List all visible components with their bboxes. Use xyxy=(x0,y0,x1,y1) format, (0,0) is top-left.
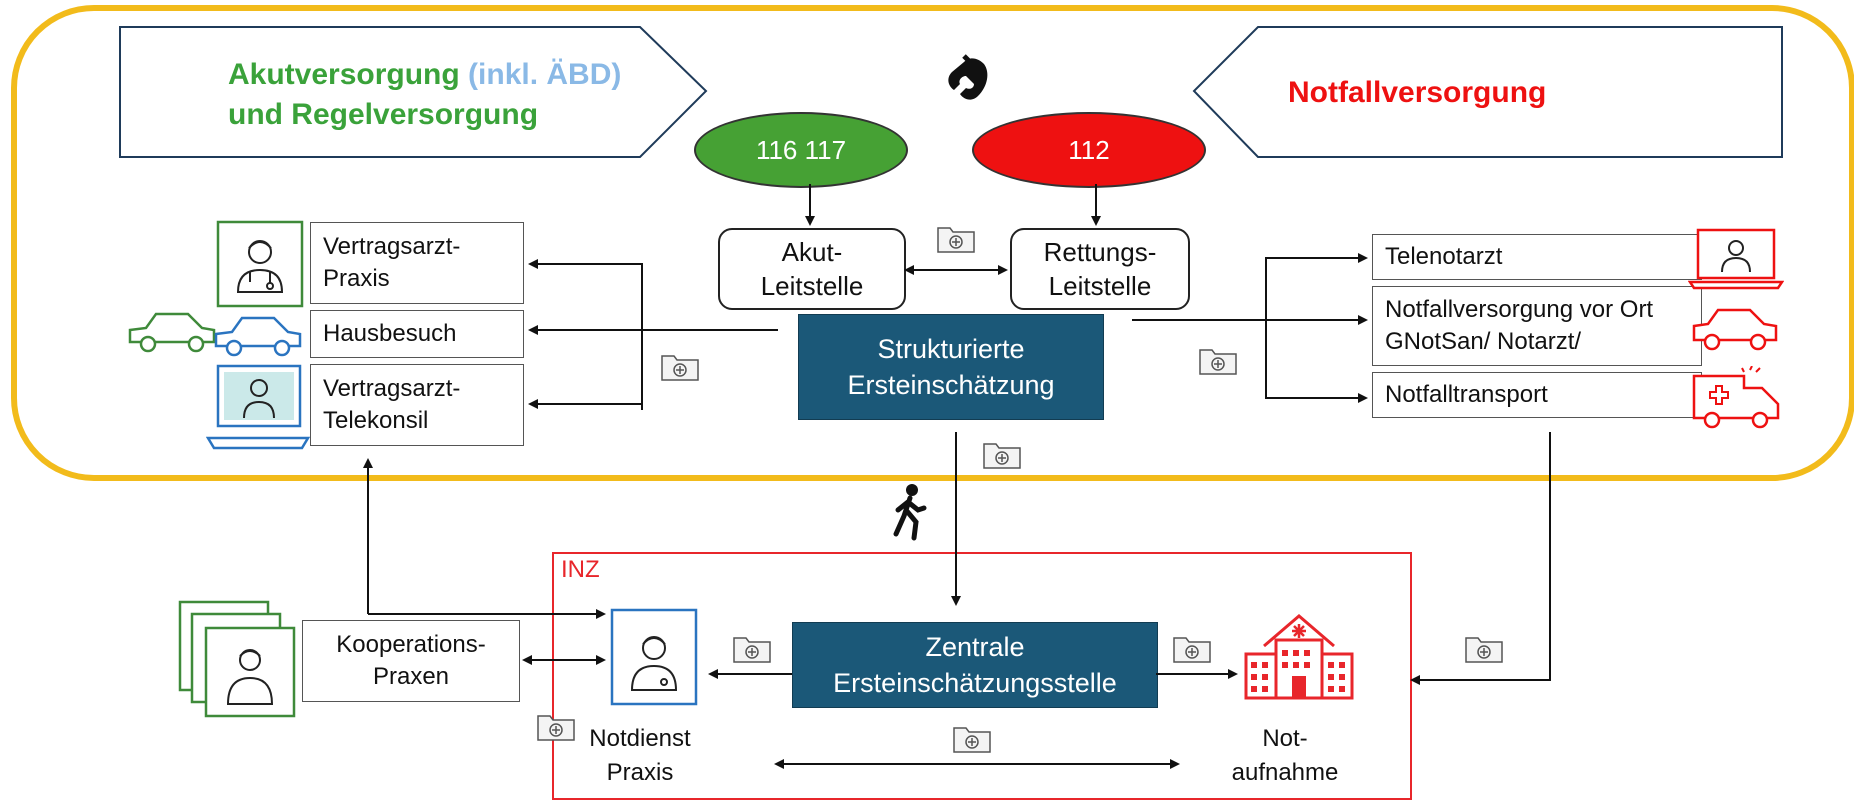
folder-icon xyxy=(1465,637,1503,663)
akut-line2: Leitstelle xyxy=(760,271,864,301)
zentrale-line2: Ersteinschätzungsstelle xyxy=(833,668,1117,698)
telenotarzt-label: Telenotarzt xyxy=(1385,243,1503,270)
rettung-line2: Leitstelle xyxy=(1048,271,1152,301)
ambulance-icon xyxy=(1692,366,1780,429)
notaufnahme-line2: aufnahme xyxy=(1231,759,1339,786)
oval-116117: 116 117 xyxy=(694,112,908,188)
arrow-to-telenotarzt xyxy=(1265,253,1368,320)
kooperation-line1: Kooperations- xyxy=(336,631,486,658)
doctor-icon xyxy=(178,600,296,718)
kooperations-praxen-box: Kooperations- Praxen xyxy=(302,620,520,702)
notaufnahme-line1: Not- xyxy=(1262,725,1308,752)
header-left-accent: (inkl. ÄBD) xyxy=(468,58,622,91)
inz-title: INZ xyxy=(561,556,600,583)
folder-icon xyxy=(937,227,975,253)
header-left-text: Akutversorgung (inkl. ÄBD) und Regelvers… xyxy=(228,55,621,135)
akut-leitstelle-box: Akut- Leitstelle xyxy=(718,228,906,310)
header-left-main: Akutversorgung xyxy=(228,58,460,91)
notaufnahme-label: Not-aufnahme xyxy=(1210,722,1360,790)
hausbesuch-label: Hausbesuch xyxy=(323,320,457,347)
transport-label: Notfalltransport xyxy=(1385,381,1548,408)
laptop-doctor-icon xyxy=(1688,228,1784,290)
folder-icon xyxy=(1173,637,1211,663)
zentrale-line1: Zentrale xyxy=(925,632,1025,662)
notdienst-line2: Praxis xyxy=(606,759,674,786)
akut-line1: Akut- xyxy=(781,237,843,267)
folder-icon xyxy=(953,727,991,753)
laptop-doctor-icon xyxy=(206,364,310,450)
telenotarzt-box: Telenotarzt xyxy=(1372,234,1702,280)
notdienst-line1: Notdienst xyxy=(589,725,691,752)
triage-line2: Ersteinschätzung xyxy=(847,370,1055,400)
hausbesuch-box: Hausbesuch xyxy=(310,310,524,358)
arrow-transport-to-notaufnahme xyxy=(1410,432,1551,685)
walking-person-icon xyxy=(893,484,927,541)
phone-icon xyxy=(948,54,988,100)
kooperation-line2: Praxen xyxy=(372,663,450,690)
vor-ort-line2: GNotSan/ Notarzt/ xyxy=(1385,328,1582,355)
vertragsarzt-praxis-box: Vertragsarzt- Praxis xyxy=(310,222,524,304)
header-left-shape: Akutversorgung (inkl. ÄBD) und Regelvers… xyxy=(118,25,710,160)
folder-icon xyxy=(983,443,1021,469)
hospital-icon xyxy=(1244,614,1354,700)
folder-icon xyxy=(1199,349,1237,375)
telekonsil-line2: Telekonsil xyxy=(323,407,429,434)
doctor-icon xyxy=(610,608,698,706)
doctor-icon xyxy=(216,220,304,308)
header-left-line2: und Regelversorgung xyxy=(228,98,539,131)
car-icon xyxy=(1692,308,1778,351)
notfalltransport-box: Notfalltransport xyxy=(1372,372,1702,418)
rettungs-leitstelle-box: Rettungs- Leitstelle xyxy=(1010,228,1190,310)
folder-icon xyxy=(537,715,575,741)
praxis-line1: Vertragsarzt- xyxy=(323,233,461,260)
header-right-title: Notfallversorgung xyxy=(1288,76,1547,109)
praxis-line2: Praxis xyxy=(323,265,390,292)
car-icon xyxy=(128,312,216,353)
vertragsarzt-telekonsil-box: Vertragsarzt- Telekonsil xyxy=(310,364,524,446)
arrow-to-transport xyxy=(1265,320,1368,403)
triage-line1: Strukturierte xyxy=(877,334,1025,364)
oval-112: 112 xyxy=(972,112,1206,188)
arrow-to-praxis xyxy=(528,259,643,410)
car-icon xyxy=(214,316,302,357)
header-right-shape: Notfallversorgung xyxy=(1192,25,1784,160)
telekonsil-line1: Vertragsarzt- xyxy=(323,375,461,402)
rettung-line1: Rettungs- xyxy=(1043,237,1157,267)
folder-icon xyxy=(733,637,771,663)
folder-icon xyxy=(661,355,699,381)
vor-ort-line1: Notfallversorgung vor Ort xyxy=(1385,296,1654,323)
